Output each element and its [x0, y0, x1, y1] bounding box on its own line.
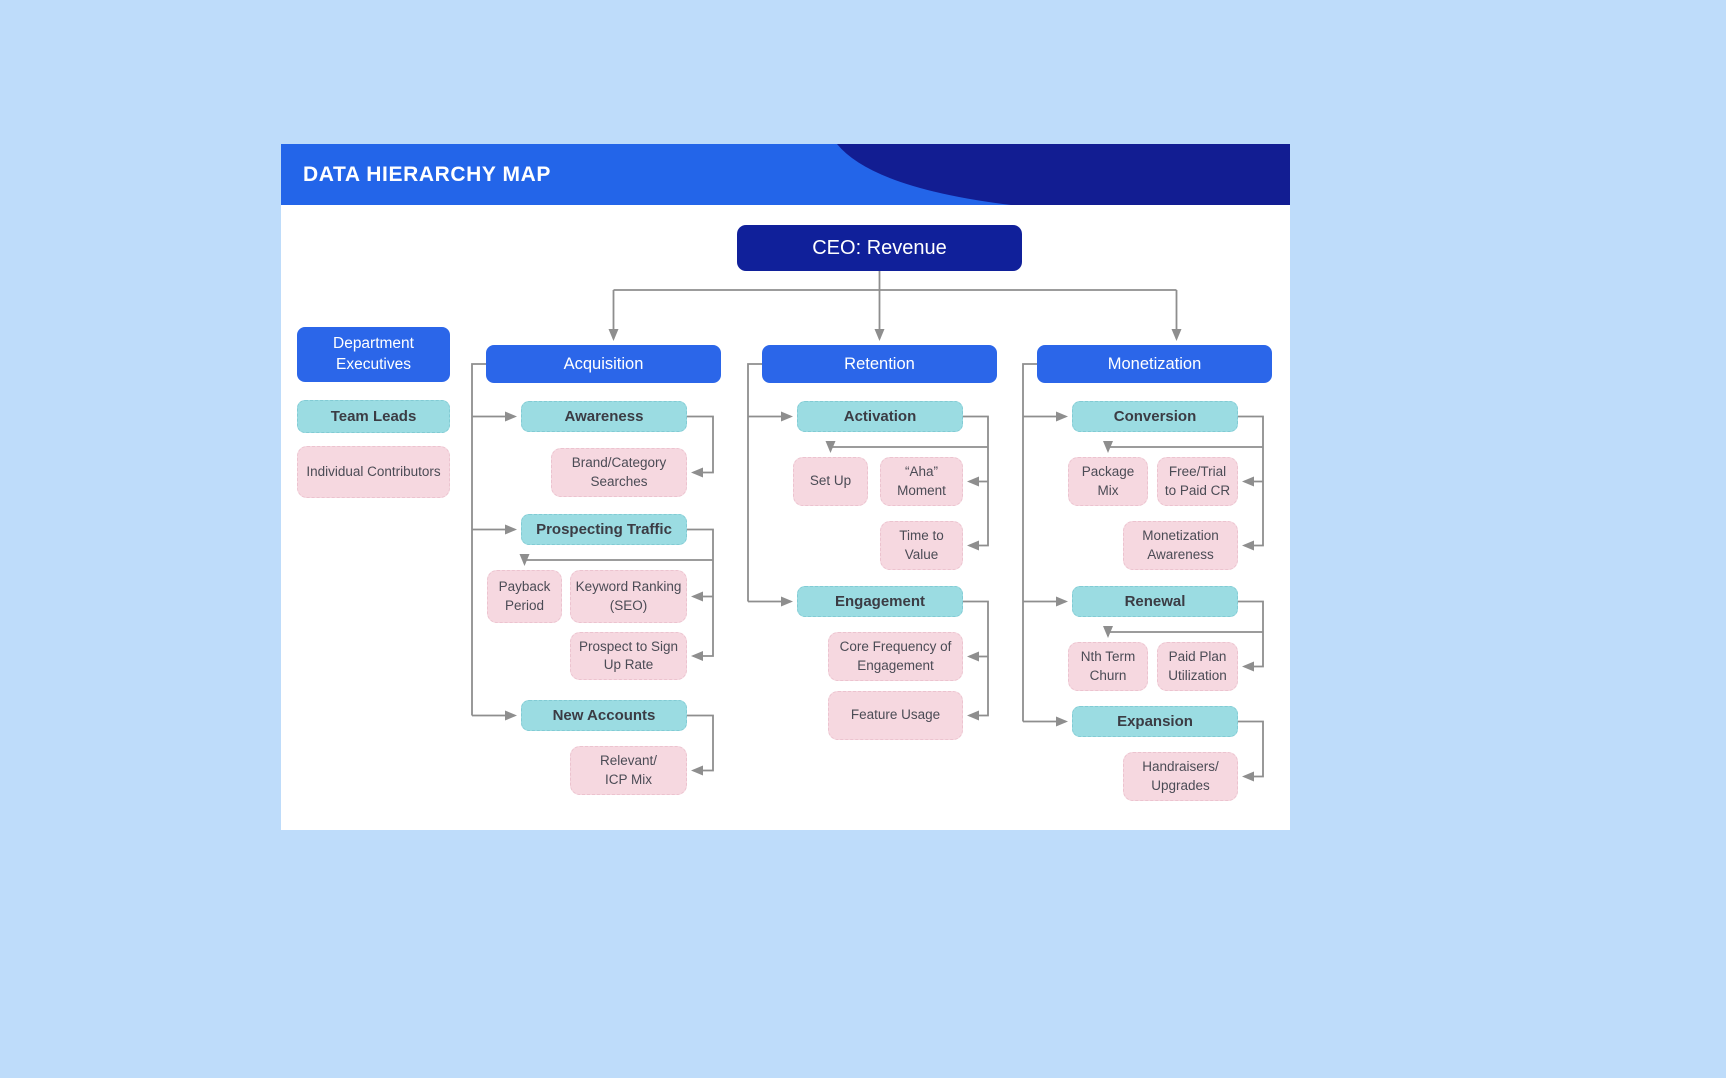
node-acquisition: Acquisition — [486, 345, 721, 383]
header-bar: DATA HIERARCHY MAP — [281, 144, 1290, 205]
node-expansion: Expansion — [1072, 706, 1238, 737]
node-ceo-revenue: CEO: Revenue — [737, 225, 1022, 271]
node-awareness: Awareness — [521, 401, 687, 432]
node-brand-category-searches: Brand/Category Searches — [551, 448, 687, 497]
node-prospecting-traffic: Prospecting Traffic — [521, 514, 687, 545]
node-feature-usage: Feature Usage — [828, 691, 963, 740]
legend-individual-contributors: Individual Contributors — [297, 446, 450, 498]
page-title: DATA HIERARCHY MAP — [303, 162, 552, 186]
node-paid-plan-utilization: Paid Plan Utilization — [1157, 642, 1238, 691]
node-nth-term-churn: Nth Term Churn — [1068, 642, 1148, 691]
node-handraisers-upgrades: Handraisers/ Upgrades — [1123, 752, 1238, 801]
connector-lines — [471, 271, 1264, 782]
hierarchy-map-card: DATA HIERARCHY MAP CEO: Revenue — [281, 144, 1290, 830]
node-monetization-awareness: Monetization Awareness — [1123, 521, 1238, 570]
node-set-up: Set Up — [793, 457, 868, 506]
node-payback-period: Payback Period — [487, 570, 562, 623]
node-conversion: Conversion — [1072, 401, 1238, 432]
node-relevant-icp-mix: Relevant/ ICP Mix — [570, 746, 687, 795]
node-free-trial-to-paid-cr: Free/Trial to Paid CR — [1157, 457, 1238, 506]
node-core-frequency-of-engagement: Core Frequency of Engagement — [828, 632, 963, 681]
legend-department-executives: Department Executives — [297, 327, 450, 382]
node-renewal: Renewal — [1072, 586, 1238, 617]
node-activation: Activation — [797, 401, 963, 432]
node-aha-moment: “Aha” Moment — [880, 457, 963, 506]
node-prospect-to-sign-up-rate: Prospect to Sign Up Rate — [570, 632, 687, 680]
node-package-mix: Package Mix — [1068, 457, 1148, 506]
header-swoosh-shape — [837, 144, 1290, 205]
node-new-accounts: New Accounts — [521, 700, 687, 731]
node-keyword-ranking-seo: Keyword Ranking (SEO) — [570, 570, 687, 623]
node-engagement: Engagement — [797, 586, 963, 617]
node-time-to-value: Time to Value — [880, 521, 963, 570]
node-monetization: Monetization — [1037, 345, 1272, 383]
node-retention: Retention — [762, 345, 997, 383]
legend-team-leads: Team Leads — [297, 400, 450, 433]
